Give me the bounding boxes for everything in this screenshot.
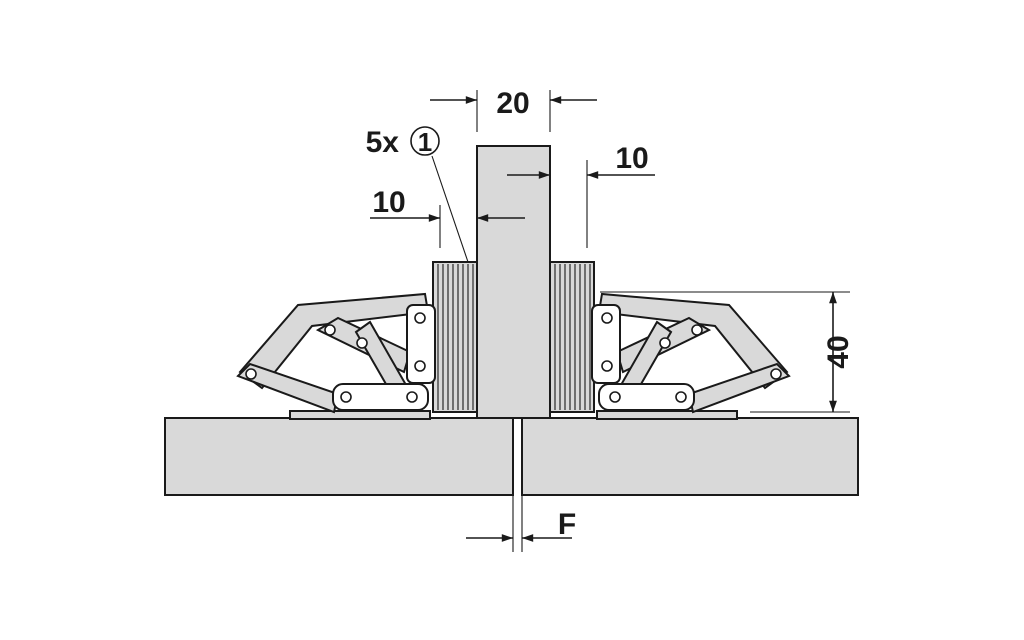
dimension-panel-thickness: 20	[430, 87, 597, 132]
dimension-offset-right-label: 10	[615, 142, 648, 175]
callout-item-circle	[410, 126, 440, 156]
fixing-tab-left	[406, 304, 436, 384]
base-panel-right	[521, 417, 859, 496]
hinge-mechanism-left	[236, 292, 436, 420]
dimension-offset-left: 10	[370, 186, 525, 248]
door-panel	[476, 145, 551, 419]
dimension-gap-label: F	[558, 508, 576, 541]
dimension-panel-thickness-label: 20	[496, 87, 529, 120]
dimension-offset-left-label: 10	[372, 186, 405, 219]
callout-quantity: 5x	[366, 126, 400, 159]
base-panel-left	[164, 417, 514, 496]
callout-item-number: 1	[418, 127, 432, 157]
dimension-offset-right: 10	[507, 142, 655, 248]
dimension-height-label: 40	[822, 335, 855, 368]
callout-hinge-quantity: 5x 1	[366, 126, 469, 263]
hinge-body-left-ribs	[437, 264, 474, 410]
fixing-tab-right	[591, 304, 621, 384]
mount-plate-left	[289, 410, 431, 420]
base-knuckle-left	[332, 383, 429, 411]
base-knuckle-right	[598, 383, 695, 411]
callout-leader-line	[431, 155, 469, 263]
hinge-body-right	[549, 261, 595, 413]
mount-plate-right	[596, 410, 738, 420]
hinge-mechanism-right	[591, 292, 791, 420]
hinge-body-right-ribs	[554, 264, 591, 410]
base-panels	[164, 417, 859, 552]
dimension-height: 40	[600, 291, 855, 413]
dimension-gap: F	[466, 508, 576, 542]
hinge-body-left	[432, 261, 478, 413]
